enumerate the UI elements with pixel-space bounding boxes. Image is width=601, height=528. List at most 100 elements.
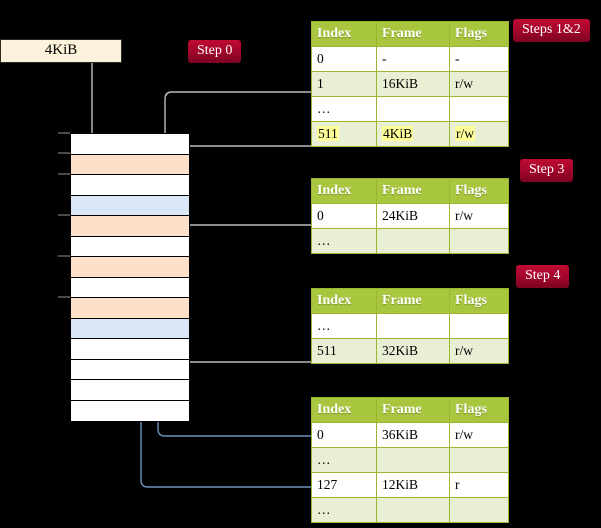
cell-flags: r/w: [449, 121, 509, 147]
badge-label: Step 3: [529, 162, 565, 177]
table-row: 0--: [311, 46, 509, 72]
cell-frame: [376, 497, 450, 523]
cell-frame: 32KiB: [376, 338, 450, 364]
cell-flags: r: [449, 472, 509, 498]
source-page-label: 4KiB: [44, 42, 78, 58]
cell-frame: 36KiB: [376, 422, 450, 448]
memory-frame-row: [71, 400, 189, 421]
column-header-frame: Frame: [376, 21, 450, 47]
cell-frame: [376, 447, 450, 473]
cell-frame: 4KiB: [376, 121, 450, 147]
cell-index: …: [311, 497, 377, 523]
cell-frame: [376, 228, 450, 254]
badge-label: Steps 1&2: [522, 22, 581, 37]
cell-index: 0: [311, 203, 377, 229]
table-row: 511 4KiB r/w: [311, 121, 509, 147]
cell-index: …: [311, 228, 377, 254]
cell-index: …: [311, 313, 377, 339]
memory-frame-row: [71, 359, 189, 380]
cell-flags: [449, 497, 509, 523]
memory-frame-row: [71, 380, 189, 401]
highlighted-value: 4KiB: [382, 126, 414, 141]
table-row: …: [311, 313, 509, 339]
cell-frame: 16KiB: [376, 71, 450, 97]
memory-frame-row: [71, 257, 189, 278]
cell-index: 0: [311, 422, 377, 448]
column-header-frame: Frame: [376, 397, 450, 423]
cell-flags: r/w: [449, 71, 509, 97]
memory-frame-row: [71, 339, 189, 360]
table-row: …: [311, 447, 509, 473]
memory-row-ticks: [58, 132, 70, 298]
column-header-frame: Frame: [376, 178, 450, 204]
cell-index: …: [311, 447, 377, 473]
connector-table3-row0-to-memory: [156, 325, 312, 437]
cell-flags: [449, 96, 509, 122]
badge-label: Step 0: [197, 43, 233, 58]
source-page-box: 4KiB: [0, 39, 122, 63]
memory-frame-row: [71, 236, 189, 257]
cell-flags: r/w: [449, 422, 509, 448]
memory-frame-row: [71, 216, 189, 237]
connector-table1-row0-to-memory: [178, 224, 312, 272]
memory-frame-row: [71, 134, 189, 155]
cell-flags: r/w: [449, 338, 509, 364]
memory-frame-row: [71, 154, 189, 175]
cell-flags: [449, 228, 509, 254]
cell-frame: [376, 96, 450, 122]
badge-step-0: Step 0: [188, 40, 242, 63]
memory-frame-row: [71, 175, 189, 196]
badge-step-3: Step 3: [520, 159, 574, 182]
column-header-flags: Flags: [449, 21, 509, 47]
highlighted-value: r/w: [455, 126, 475, 141]
cell-index: 0: [311, 46, 377, 72]
column-header-index: Index: [311, 21, 377, 47]
column-header-flags: Flags: [449, 397, 509, 423]
cell-index: 127: [311, 472, 377, 498]
cell-index: 511: [311, 121, 377, 147]
memory-frame-row: [71, 318, 189, 339]
memory-frame-row: [71, 195, 189, 216]
column-header-flags: Flags: [449, 288, 509, 314]
connector-table3-row127-to-memory: [139, 220, 312, 488]
cell-frame: 24KiB: [376, 203, 450, 229]
cell-flags: [449, 447, 509, 473]
memory-frame-row: [71, 277, 189, 298]
memory-frame-row: [71, 298, 189, 319]
cell-index: 1: [311, 71, 377, 97]
column-header-frame: Frame: [376, 288, 450, 314]
column-header-flags: Flags: [449, 178, 509, 204]
column-header-index: Index: [311, 178, 377, 204]
badge-steps-1-2: Steps 1&2: [513, 19, 590, 42]
cell-index: …: [311, 96, 377, 122]
cell-frame: -: [376, 46, 450, 72]
cell-frame: 12KiB: [376, 472, 450, 498]
cell-flags: [449, 313, 509, 339]
cell-index: 511: [311, 338, 377, 364]
badge-label: Step 4: [525, 268, 561, 283]
cell-frame: [376, 313, 450, 339]
table-row: …: [311, 228, 509, 254]
connector-table0-row511-to-memory: [181, 145, 312, 190]
table-row: …: [311, 96, 509, 122]
cell-flags: r/w: [449, 203, 509, 229]
highlighted-value: 511: [317, 126, 339, 141]
table-row: …: [311, 497, 509, 523]
connector-table0-row1-to-memory: [164, 91, 312, 149]
column-header-index: Index: [311, 288, 377, 314]
badge-step-4: Step 4: [516, 265, 570, 288]
cell-flags: -: [449, 46, 509, 72]
